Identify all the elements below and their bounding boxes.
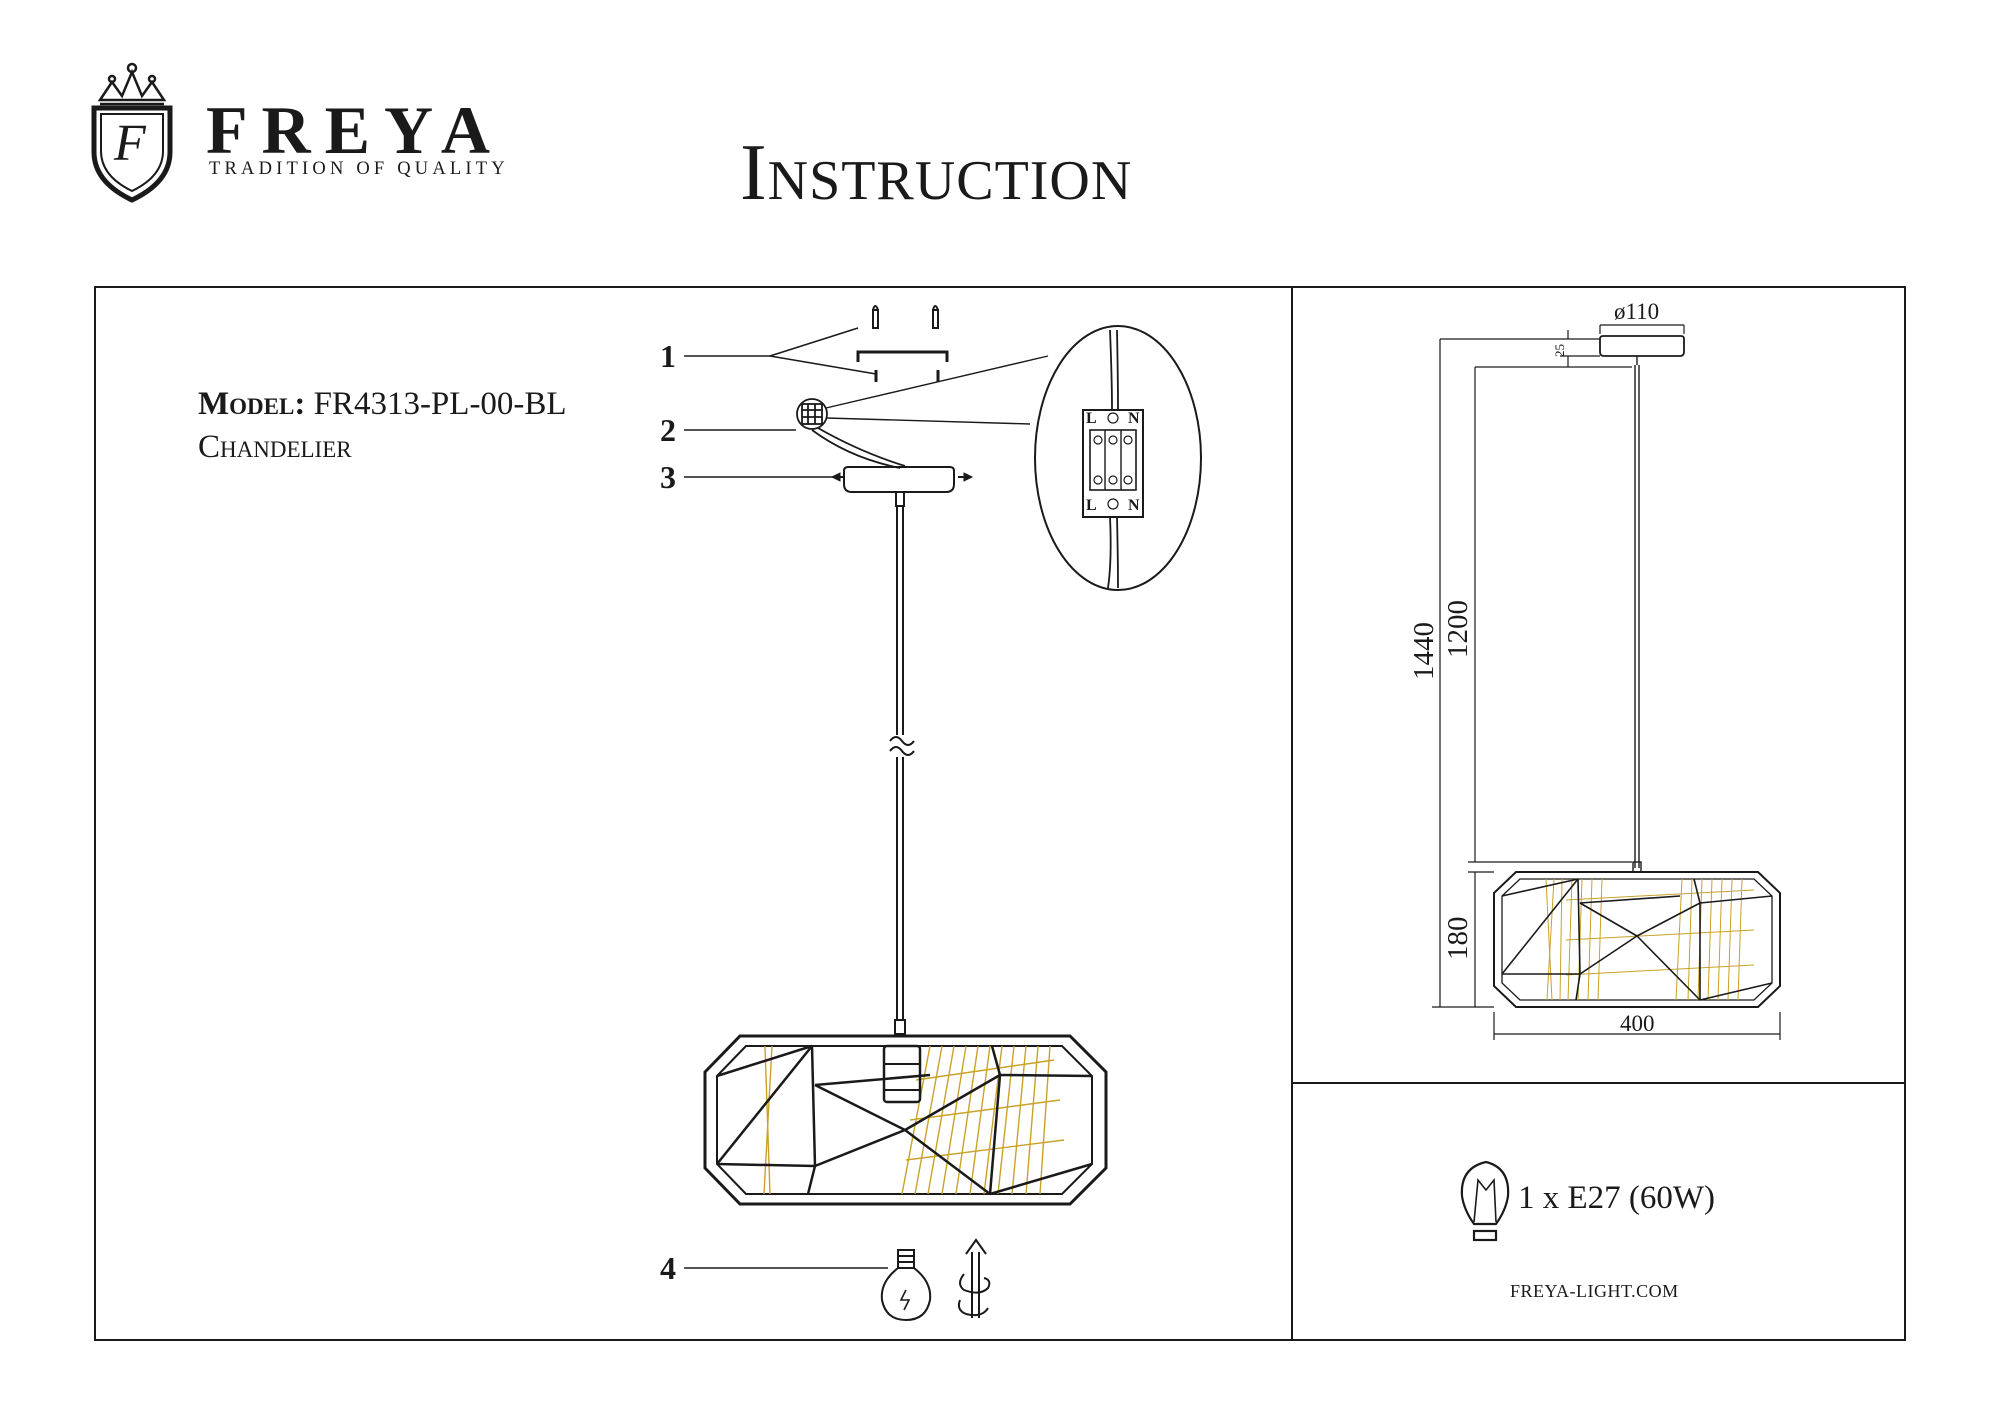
canopy bbox=[830, 466, 974, 493]
callout-leaders bbox=[684, 327, 888, 1269]
bulb-spec-icon bbox=[1460, 1160, 1510, 1242]
mounting-screw-icon bbox=[856, 305, 949, 382]
wiring-detail bbox=[1034, 325, 1202, 591]
website-link[interactable]: FREYA-LIGHT.COM bbox=[1510, 1281, 1679, 1301]
shade-large bbox=[703, 1034, 1108, 1206]
callout-2: 2 bbox=[660, 412, 676, 448]
wiring-bottom-l: L bbox=[1086, 497, 1097, 514]
brand-tagline: TRADITION OF QUALITY bbox=[209, 159, 509, 179]
dim-shade-height: 180 bbox=[1442, 916, 1474, 961]
dim-total-height: 1440 bbox=[1408, 622, 1440, 680]
dim-cable-length: 1200 bbox=[1442, 600, 1474, 658]
terminal-block-icon bbox=[796, 398, 906, 469]
model-label: Model: bbox=[198, 386, 306, 422]
model-code: FR4313-PL-00-BL bbox=[313, 386, 567, 422]
callout-1: 1 bbox=[660, 338, 676, 374]
bulb-icon bbox=[880, 1249, 932, 1322]
logo-monogram: F bbox=[114, 115, 146, 172]
callout-4: 4 bbox=[660, 1250, 676, 1286]
main-frame bbox=[94, 286, 1906, 1341]
twist-arrow-icon bbox=[957, 1238, 991, 1318]
dim-canopy-height: 25 bbox=[1552, 344, 1567, 357]
wiring-top-l: L bbox=[1086, 410, 1097, 427]
bulb-spec: 1 x E27 (60W) bbox=[1518, 1180, 1716, 1216]
shield-icon bbox=[91, 105, 173, 203]
wiring-bottom-n: N bbox=[1128, 497, 1140, 514]
wiring-top-n: N bbox=[1128, 410, 1140, 427]
product-type: Chandelier bbox=[198, 429, 352, 465]
page-title: Instruction bbox=[740, 129, 1133, 217]
model-line: Model: FR4313-PL-00-BL bbox=[198, 388, 567, 421]
brand-name: FREYA bbox=[206, 92, 504, 168]
dim-canopy-diameter: ø110 bbox=[1614, 299, 1660, 324]
suspension-cable bbox=[889, 491, 915, 1035]
crown-icon bbox=[97, 62, 167, 106]
dimension-drawing bbox=[1432, 324, 1781, 1040]
callout-3: 3 bbox=[660, 459, 676, 495]
dim-shade-width: 400 bbox=[1620, 1011, 1655, 1036]
